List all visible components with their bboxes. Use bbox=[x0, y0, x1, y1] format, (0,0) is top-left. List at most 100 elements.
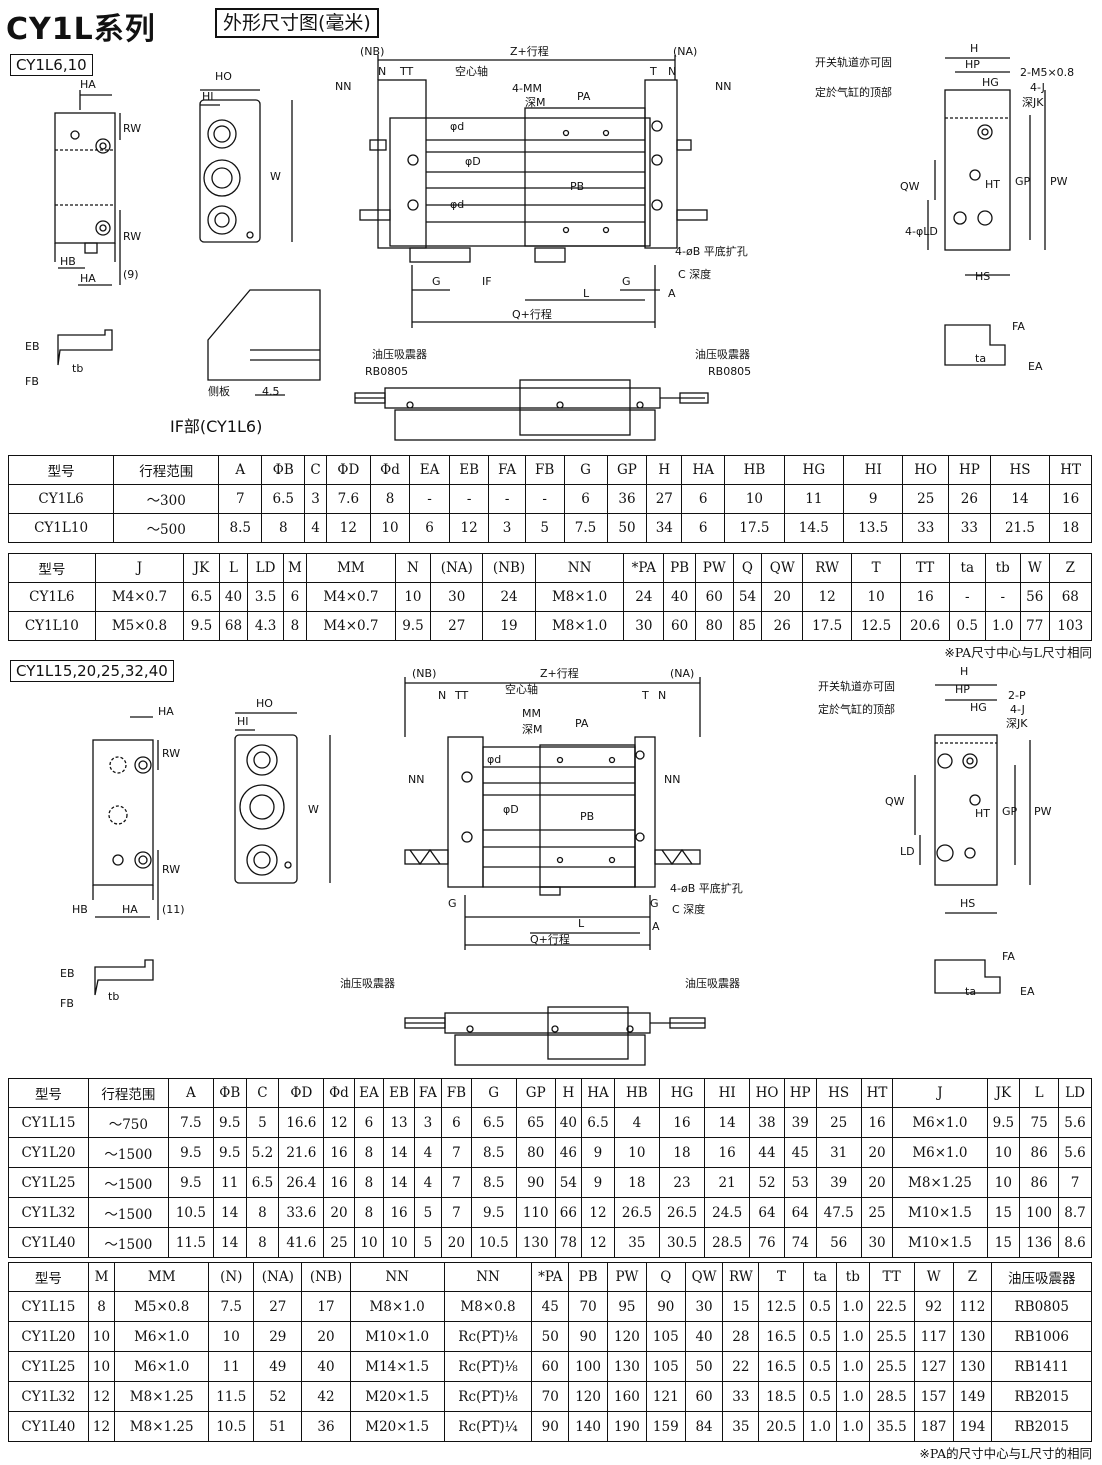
table-cell: ～300 bbox=[113, 484, 220, 514]
table-cell: 1.0 bbox=[836, 1381, 870, 1412]
page-subtitle: 外形尺寸图(毫米) bbox=[215, 8, 379, 38]
section2-tag: CY1L15,20,25,32,40 bbox=[10, 660, 174, 682]
table-cell: 12 bbox=[581, 1197, 615, 1228]
table-cell: 38 bbox=[749, 1107, 785, 1138]
s2-label-cdepth: C 深度 bbox=[672, 902, 705, 916]
table-header-cell: EB bbox=[383, 1078, 415, 1108]
s2-label-g-left: G bbox=[448, 897, 457, 910]
table-cell: RB2015 bbox=[991, 1411, 1092, 1442]
table-cell: 8 bbox=[245, 1197, 280, 1228]
s1-label-phid-top: φd bbox=[450, 120, 464, 133]
table-cell: 90 bbox=[515, 1167, 556, 1198]
table-cell: 68 bbox=[218, 611, 249, 641]
table-cell: 20.6 bbox=[900, 611, 951, 641]
table-cell: 9.5 bbox=[394, 611, 432, 641]
s1-label-tb: tb bbox=[72, 362, 83, 375]
table-cell: 60 bbox=[663, 611, 696, 641]
table-cell: 16 bbox=[860, 1107, 894, 1138]
table-cell: 86 bbox=[1019, 1137, 1060, 1168]
table-cell: 11 bbox=[783, 484, 845, 514]
table-cell: 36 bbox=[301, 1411, 351, 1442]
table-cell: 21.6 bbox=[278, 1137, 325, 1168]
table-cell: 16 bbox=[323, 1167, 355, 1198]
table-header-cell: N bbox=[394, 553, 432, 583]
table-cell: 66 bbox=[554, 1197, 583, 1228]
table-cell: 34 bbox=[646, 513, 683, 543]
table-header-cell: M bbox=[282, 553, 308, 583]
table-header-cell: HT bbox=[1049, 455, 1092, 485]
table-cell: CY1L40 bbox=[8, 1227, 89, 1258]
table-cell: M10×1.5 bbox=[892, 1197, 988, 1228]
table-header-cell: HA bbox=[681, 455, 726, 485]
s1-if-part-caption: IF部(CY1L6) bbox=[170, 417, 262, 436]
table-cell: 10.5 bbox=[208, 1411, 255, 1442]
table-cell: 90 bbox=[645, 1291, 686, 1322]
table-cell: 12 bbox=[448, 513, 490, 543]
s1-label-t: T bbox=[649, 65, 657, 78]
s1-label-nn-left: NN bbox=[335, 80, 351, 93]
table-cell: 9.5 bbox=[986, 1107, 1021, 1138]
table-cell: 9 bbox=[581, 1137, 615, 1168]
s1-label-hs: HS bbox=[975, 270, 990, 283]
s1-label-h: H bbox=[970, 42, 978, 55]
table-cell: CY1L15 bbox=[8, 1107, 89, 1138]
table-header-cell: 型号 bbox=[8, 1262, 89, 1292]
table-header-cell: *PA bbox=[623, 553, 665, 583]
s2-label-ea: EA bbox=[1020, 985, 1035, 998]
s2-label-n-left: N bbox=[438, 689, 446, 702]
table-cell: - bbox=[949, 582, 986, 612]
s2-label-tb: tb bbox=[108, 990, 119, 1003]
table-cell: 6 bbox=[681, 484, 726, 514]
table-header-cell: HG bbox=[783, 455, 845, 485]
table-cell: M8×1.0 bbox=[534, 611, 625, 641]
table-header-cell: LD bbox=[247, 553, 284, 583]
s1-label-eb: EB bbox=[25, 340, 40, 353]
s1-label-m5: 2-M5×0.8 bbox=[1020, 66, 1074, 79]
table-cell: M4×0.7 bbox=[94, 582, 185, 612]
table-cell: 26.4 bbox=[278, 1167, 325, 1198]
table-cell: CY1L40 bbox=[8, 1411, 89, 1442]
s2-rail-note-1: 开关轨道亦可固 bbox=[818, 679, 895, 693]
s2-label-na: (NA) bbox=[670, 667, 694, 680]
table-cell: 8 bbox=[369, 484, 411, 514]
table-cell: 105 bbox=[645, 1351, 686, 1382]
table-cell: 12.5 bbox=[851, 611, 902, 641]
s1-label-pb: PB bbox=[570, 180, 584, 193]
table-cell: 16 bbox=[1049, 484, 1092, 514]
table-cell: 20 bbox=[761, 582, 804, 612]
table-cell: 50 bbox=[606, 513, 648, 543]
table-cell: 12 bbox=[325, 513, 371, 543]
section2-drawings: HA RW RW HB HA (11) HO HI W (NB) N TT Z+… bbox=[0, 655, 1102, 1075]
table-header-cell: PW bbox=[607, 1262, 647, 1292]
table-cell: 120 bbox=[568, 1381, 609, 1412]
table-cell: 8 bbox=[353, 1197, 385, 1228]
table-header-cell: HB bbox=[724, 455, 785, 485]
table-cell: 52 bbox=[749, 1167, 785, 1198]
table-cell: Rc(PT)⅛ bbox=[443, 1381, 533, 1412]
s1-label-nb: (NB) bbox=[360, 45, 384, 58]
table-header-cell: RW bbox=[722, 1262, 760, 1292]
table-cell: 8 bbox=[353, 1137, 385, 1168]
table-cell: M5×0.8 bbox=[94, 611, 185, 641]
table-cell: 100 bbox=[568, 1351, 609, 1382]
table-header-cell: HI bbox=[843, 455, 904, 485]
table-cell: 25 bbox=[860, 1197, 894, 1228]
table-cell: 6.5 bbox=[581, 1107, 615, 1138]
table-cell: CY1L32 bbox=[8, 1381, 89, 1412]
table-cell: 10 bbox=[87, 1321, 116, 1352]
table-cell: 6.5 bbox=[183, 582, 220, 612]
s2-label-jk: 深JK bbox=[1006, 717, 1028, 730]
table-cell: 15 bbox=[722, 1291, 760, 1322]
s2-label-ta: ta bbox=[965, 985, 976, 998]
table-header-cell: PB bbox=[568, 1262, 609, 1292]
table-cell: 95 bbox=[607, 1291, 647, 1322]
table-cell: 36 bbox=[606, 484, 648, 514]
s1-label-hg: HG bbox=[982, 76, 999, 89]
s2-label-qstroke: Q+行程 bbox=[530, 933, 570, 946]
table-header-cell: Φd bbox=[323, 1078, 355, 1108]
s1-label-ho: HO bbox=[215, 70, 232, 83]
